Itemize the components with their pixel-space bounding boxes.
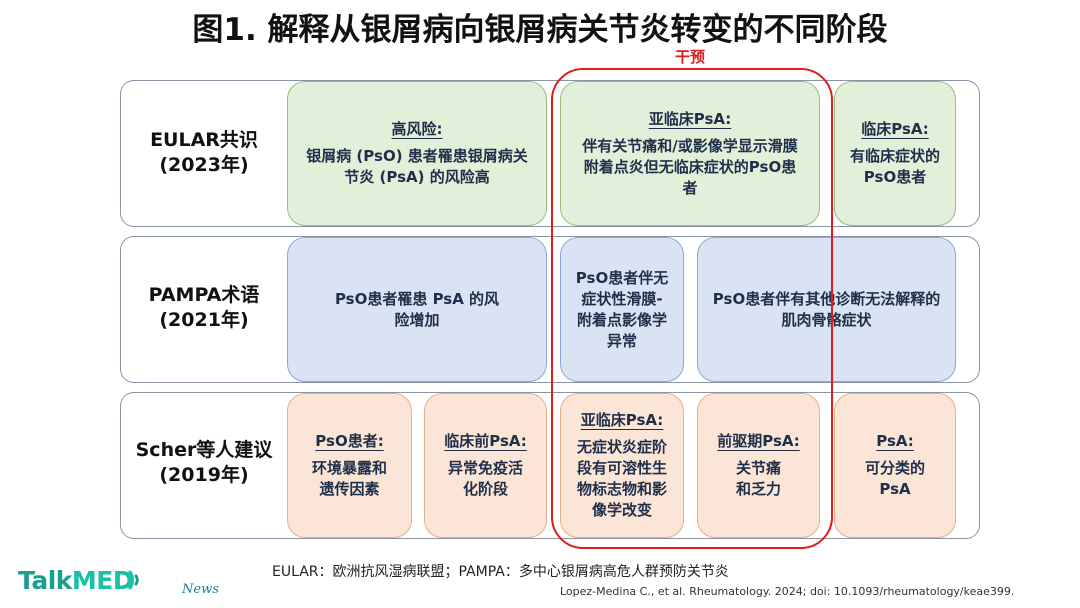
scher-subclinical-text: 无症状炎症阶段有可溶性生物标志物和影像学改变 [576,438,667,519]
eular-row-label: EULAR共识 (2023年) [124,128,284,178]
scher-label-line2: (2019年) [159,464,249,486]
pampa-risk-text: PsO患者罹患 PsA 的风险增加 [334,289,500,329]
intervention-frame [551,68,833,549]
logo-news: News [182,582,219,597]
eular-clinical-box: 临床PsA: 有临床症状的PsO患者 [834,81,956,226]
logo-me: MED [71,566,134,595]
scher-psa-heading: PsA: [876,432,914,450]
scher-psa-box: PsA: 可分类的PsA [834,393,956,538]
signal-icon [128,570,139,590]
abbreviation-footnote: EULAR：欧洲抗风湿病联盟；PAMPA：多中心银屑病高危人群预防关节炎 [272,564,729,580]
scher-subclinical-box: 亚临床PsA: 无症状炎症阶段有可溶性生物标志物和影像学改变 [560,393,684,538]
talkmed-logo: TalkMED [18,566,134,595]
citation: Lopez-Medina C., et al. Rheumatology. 20… [560,585,1015,598]
scher-preclinical-text: 异常免疫活化阶段 [447,459,523,498]
pampa-msk-box: PsO患者伴有其他诊断无法解释的肌肉骨骼症状 [697,237,956,382]
scher-psa-text: 可分类的PsA [864,459,925,498]
pampa-msk-text: PsO患者伴有其他诊断无法解释的肌肉骨骼症状 [712,289,941,329]
eular-subclinical-text: 伴有关节痛和/或影像学显示滑膜附着点炎但无临床症状的PsO患者 [582,136,798,197]
scher-label-line1: Scher等人建议 [135,439,273,461]
scher-preclinical-heading: 临床前PsA: [444,432,527,450]
eular-label-line2: (2023年) [159,154,249,176]
scher-pso-text: 环境暴露和遗传因素 [311,459,387,498]
eular-clinical-heading: 临床PsA: [861,120,929,138]
scher-prodromal-text: 关节痛和乏力 [735,459,781,498]
scher-pso-box: PsO患者: 环境暴露和遗传因素 [287,393,412,538]
intervention-label: 干预 [674,48,705,66]
pampa-asymptomatic-text: PsO患者伴无症状性滑膜-附着点影像学异常 [575,268,669,350]
pampa-row-label: PAMPA术语 (2021年) [124,283,284,333]
scher-row-label: Scher等人建议 (2019年) [124,438,284,488]
eular-subclinical-box: 亚临床PsA: 伴有关节痛和/或影像学显示滑膜附着点炎但无临床症状的PsO患者 [560,81,820,226]
eular-label-line1: EULAR共识 [150,129,258,151]
logo-talk: Talk [18,566,72,595]
scher-prodromal-heading: 前驱期PsA: [717,432,800,450]
eular-subclinical-heading: 亚临床PsA: [648,109,732,128]
pampa-asymptomatic-box: PsO患者伴无症状性滑膜-附着点影像学异常 [560,237,684,382]
pampa-label-line2: (2021年) [159,309,249,331]
scher-preclinical-box: 临床前PsA: 异常免疫活化阶段 [424,393,547,538]
pampa-label-line1: PAMPA术语 [148,284,260,306]
pampa-risk-box: PsO患者罹患 PsA 的风险增加 [287,237,547,382]
eular-clinical-text: 有临床症状的PsO患者 [849,147,940,186]
eular-high-risk-box: 高风险: 银屑病 (PsO) 患者罹患银屑病关节炎 (PsA) 的风险高 [287,81,547,226]
eular-high-risk-text: 银屑病 (PsO) 患者罹患银屑病关节炎 (PsA) 的风险高 [306,147,528,186]
eular-high-risk-heading: 高风险: [391,120,443,138]
scher-pso-heading: PsO患者: [315,432,384,450]
scher-prodromal-box: 前驱期PsA: 关节痛和乏力 [697,393,820,538]
scher-subclinical-heading: 亚临床PsA: [580,411,664,429]
page-title: 图1. 解释从银屑病向银屑病关节炎转变的不同阶段 [192,12,888,48]
